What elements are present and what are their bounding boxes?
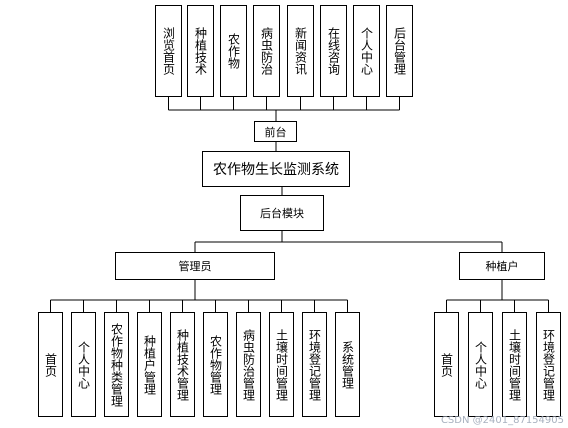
- admin-role-node: 管理员: [115, 252, 275, 280]
- admin-module-1: 个人中心: [71, 312, 96, 417]
- frontend-module-3: 病虫防治: [253, 5, 280, 97]
- frontend-module-6: 个人中心: [353, 5, 380, 97]
- planter-module-3: 环境登记管理: [536, 312, 561, 417]
- admin-module-6: 病虫防治管理: [236, 312, 261, 417]
- admin-module-5: 农作物管理: [203, 312, 228, 417]
- system-title-node: 农作物生长监测系统: [202, 151, 350, 187]
- planter-module-0: 首页: [434, 312, 459, 417]
- frontend-module-4: 新闻资讯: [287, 5, 314, 97]
- frontend-module-1: 种植技术: [187, 5, 214, 97]
- admin-module-2: 农作物种类管理: [104, 312, 129, 417]
- admin-module-4: 种植技术管理: [170, 312, 195, 417]
- frontend-module-5: 在线咨询: [320, 5, 347, 97]
- admin-module-9: 系统管理: [335, 312, 360, 417]
- frontend-module-0: 浏览首页: [155, 5, 182, 97]
- frontend-module-7: 后台管理: [386, 5, 413, 97]
- admin-module-3: 种植户管理: [137, 312, 162, 417]
- planter-module-1: 个人中心: [468, 312, 493, 417]
- planter-module-2: 土壤时间管理: [502, 312, 527, 417]
- watermark: CSDN @2401_87154905: [440, 415, 564, 426]
- frontend-module-2: 农作物: [220, 5, 247, 97]
- backend-node: 后台模块: [240, 195, 324, 231]
- planter-role-node: 种植户: [459, 252, 545, 280]
- admin-module-7: 土壤时间管理: [269, 312, 294, 417]
- admin-module-8: 环境登记管理: [302, 312, 327, 417]
- admin-module-0: 首页: [38, 312, 63, 417]
- frontend-node: 前台: [254, 121, 297, 142]
